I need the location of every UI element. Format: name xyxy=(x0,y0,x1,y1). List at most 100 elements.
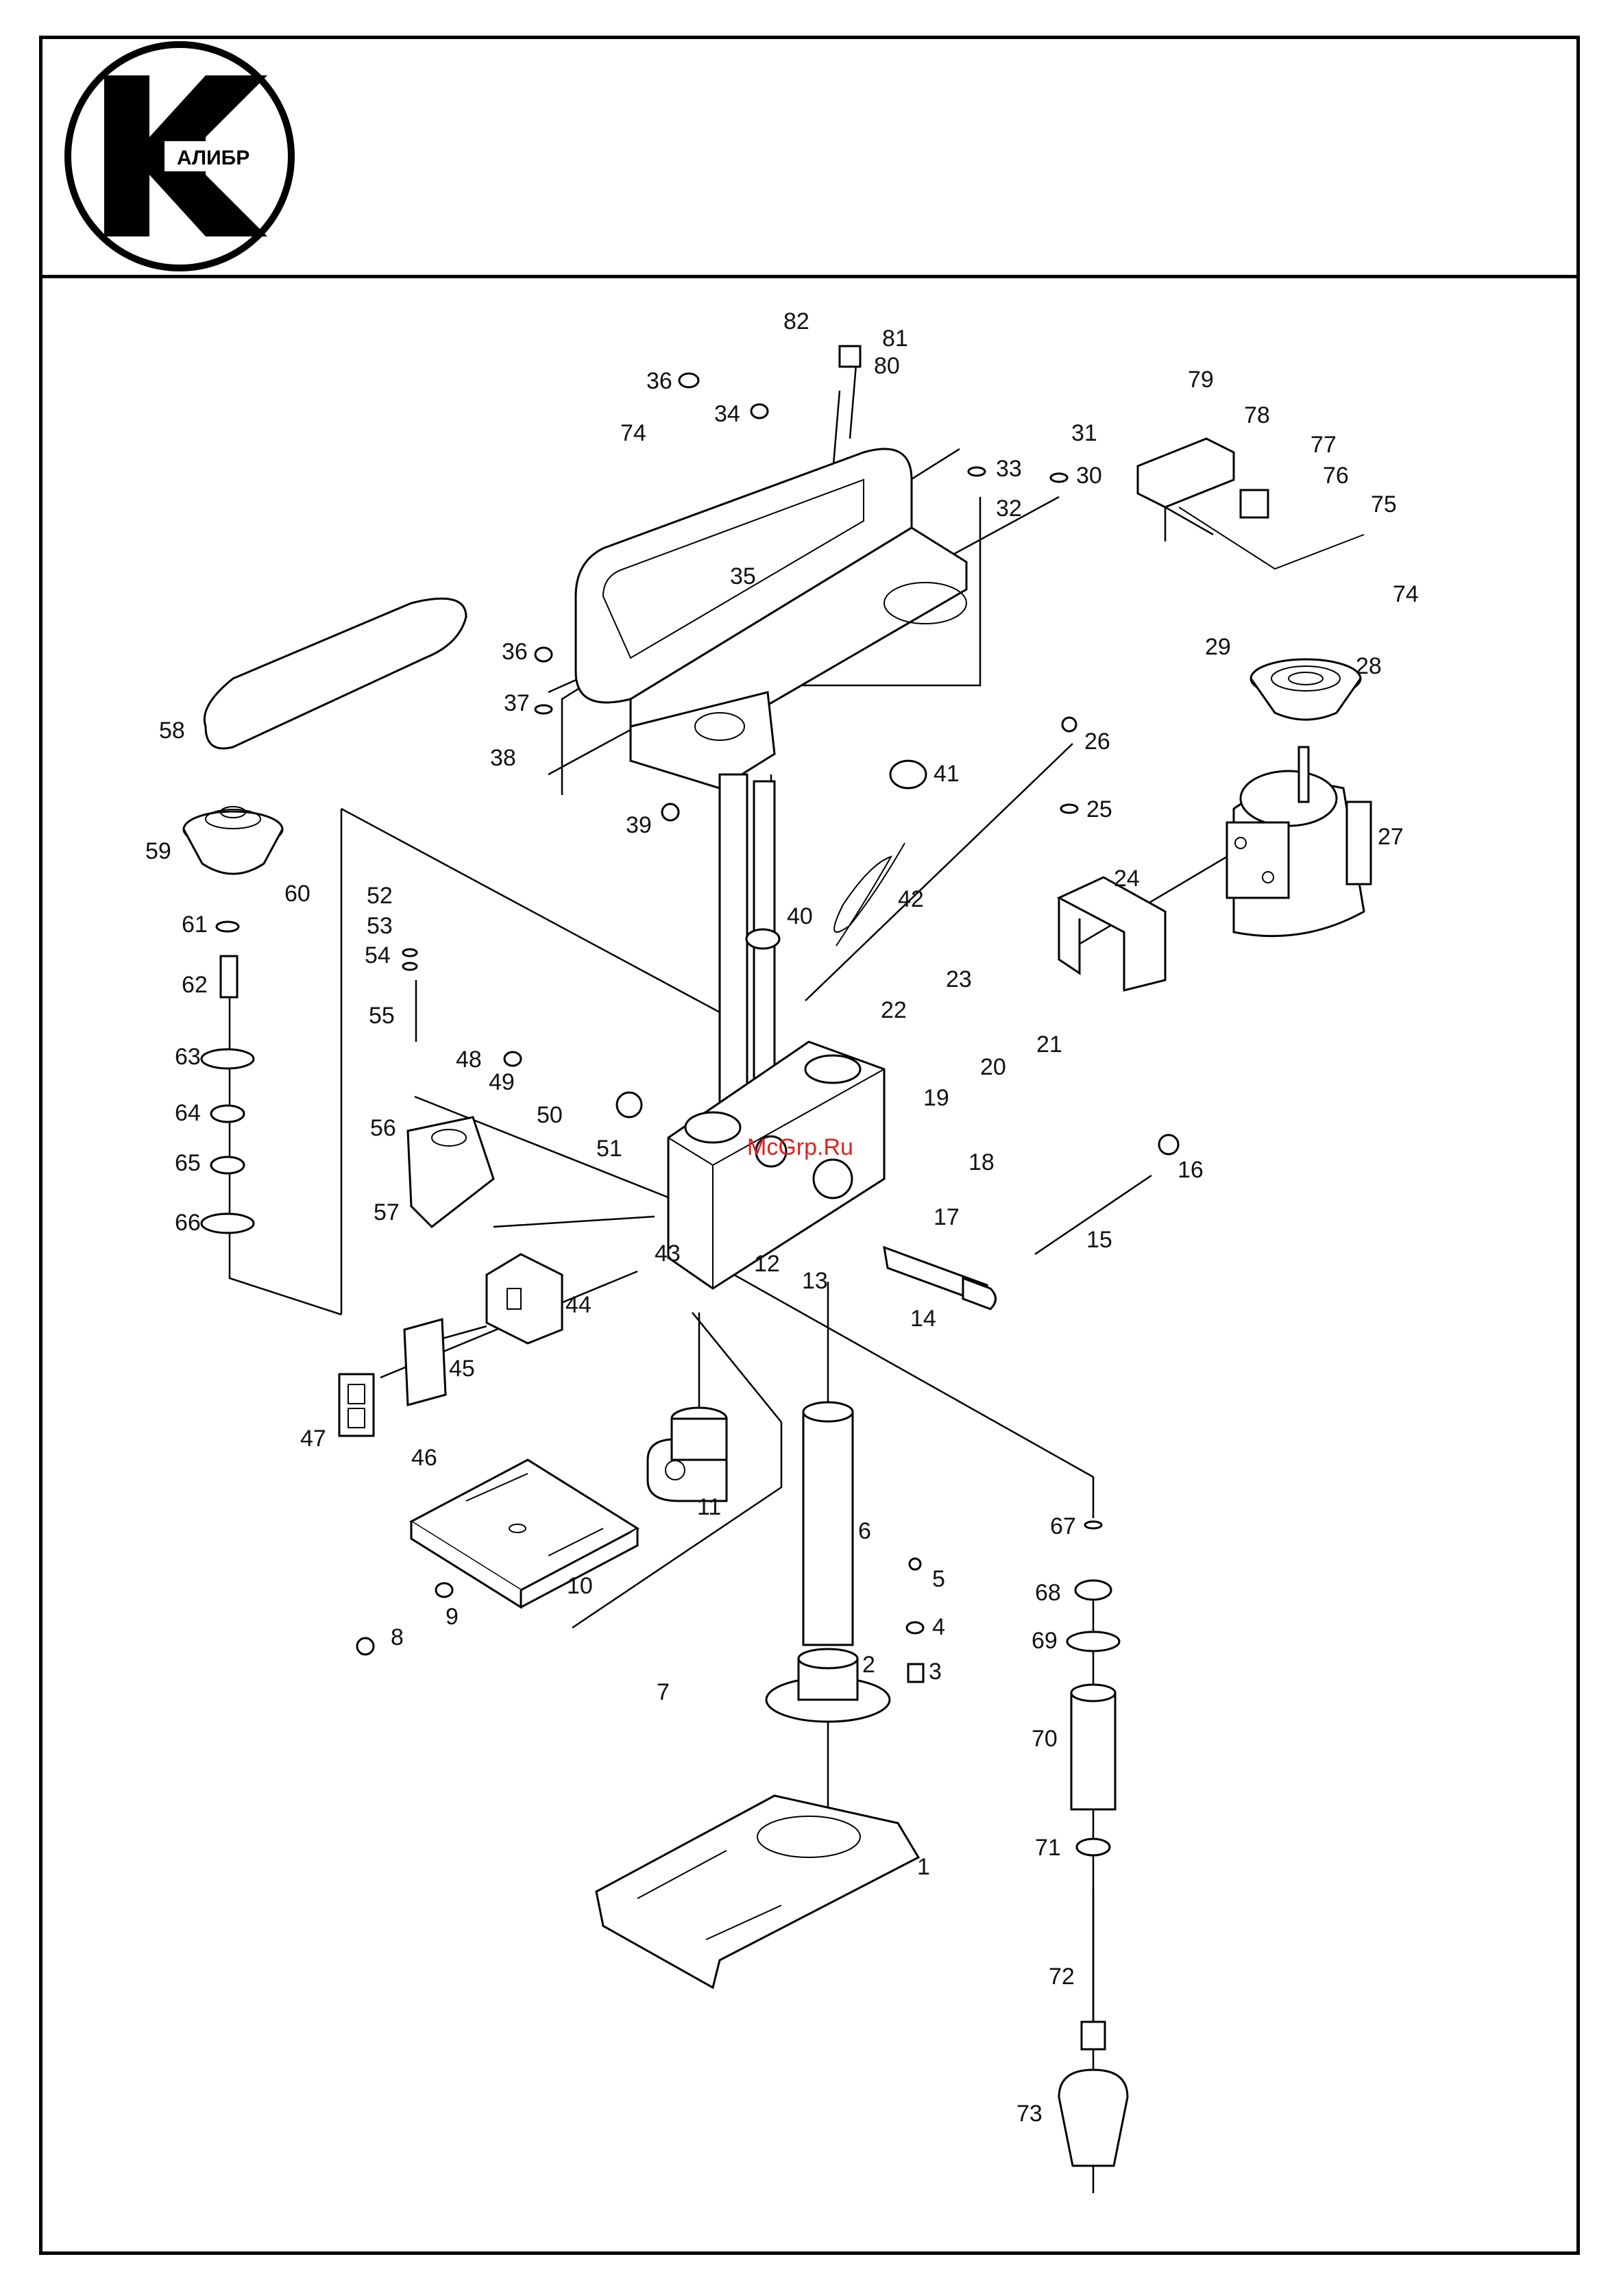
switch-plate xyxy=(404,1319,446,1405)
label-34: 34 xyxy=(714,401,740,427)
label-78: 78 xyxy=(1244,402,1270,428)
label-72: 72 xyxy=(1049,1964,1075,1990)
label-36: 36 xyxy=(502,639,528,665)
label-67: 67 xyxy=(1050,1513,1076,1539)
label-74: 74 xyxy=(1393,581,1419,607)
label-2: 2 xyxy=(862,1652,875,1678)
label-66: 66 xyxy=(175,1210,201,1236)
label-39: 39 xyxy=(626,812,652,838)
kalibr-logo: АЛИБР xyxy=(68,45,291,268)
label-29: 29 xyxy=(1205,634,1231,660)
label-10: 10 xyxy=(567,1573,593,1599)
logo-text: АЛИБР xyxy=(177,147,249,169)
label-9: 9 xyxy=(446,1604,459,1630)
label-55: 55 xyxy=(369,1003,395,1029)
label-5: 5 xyxy=(932,1566,945,1592)
label-56: 56 xyxy=(370,1115,396,1141)
switch xyxy=(339,1374,374,1436)
label-80: 80 xyxy=(874,353,900,379)
label-62: 62 xyxy=(182,972,208,998)
label-47: 47 xyxy=(300,1426,326,1452)
label-68: 68 xyxy=(1035,1580,1061,1606)
label-33: 33 xyxy=(996,456,1022,482)
spindle-pulley xyxy=(184,807,282,874)
label-15: 15 xyxy=(1086,1227,1112,1253)
label-7: 7 xyxy=(657,1679,670,1705)
label-70: 70 xyxy=(1032,1726,1058,1752)
label-26: 26 xyxy=(1084,729,1110,755)
label-17: 17 xyxy=(934,1204,960,1230)
spindle-bearing-stack xyxy=(202,922,254,1233)
label-53: 53 xyxy=(367,913,393,939)
label-76: 76 xyxy=(1323,463,1349,489)
label-63: 63 xyxy=(175,1044,201,1070)
column-tube xyxy=(803,1402,853,1645)
label-40: 40 xyxy=(787,903,813,929)
label-23: 23 xyxy=(946,966,972,992)
label-59: 59 xyxy=(145,838,171,864)
label-32: 32 xyxy=(996,496,1022,522)
label-45: 45 xyxy=(449,1356,475,1382)
label-36-top: 36 xyxy=(646,368,672,394)
label-19: 19 xyxy=(923,1085,949,1111)
label-65: 65 xyxy=(175,1150,201,1176)
label-82: 82 xyxy=(783,308,809,334)
label-27: 27 xyxy=(1378,824,1404,850)
motor-mount xyxy=(1059,877,1165,990)
switch-housing xyxy=(487,1254,562,1343)
label-60: 60 xyxy=(284,881,310,907)
label-46: 46 xyxy=(411,1445,437,1471)
quill xyxy=(1067,1522,1119,1855)
label-24: 24 xyxy=(1114,866,1140,892)
label-58: 58 xyxy=(159,718,185,744)
label-42: 42 xyxy=(898,886,924,912)
label-16: 16 xyxy=(1178,1157,1204,1183)
v-belt xyxy=(204,598,466,748)
label-25: 25 xyxy=(1086,796,1112,822)
label-79: 79 xyxy=(1188,367,1214,393)
label-51: 51 xyxy=(596,1136,622,1162)
label-13: 13 xyxy=(802,1268,828,1294)
label-48: 48 xyxy=(456,1047,482,1073)
label-11: 11 xyxy=(697,1494,721,1520)
label-69: 69 xyxy=(1032,1628,1058,1654)
label-30: 30 xyxy=(1076,463,1102,489)
label-12: 12 xyxy=(754,1251,780,1277)
label-38: 38 xyxy=(490,745,516,771)
label-4: 4 xyxy=(932,1614,945,1640)
table-bracket xyxy=(648,1408,727,1501)
label-49: 49 xyxy=(489,1069,515,1095)
label-22: 22 xyxy=(881,997,907,1023)
label-54: 54 xyxy=(365,942,391,968)
base-plate xyxy=(596,1796,918,1988)
label-71: 71 xyxy=(1035,1835,1061,1861)
label-44: 44 xyxy=(565,1292,592,1318)
label-8: 8 xyxy=(391,1624,404,1650)
label-52: 52 xyxy=(367,883,393,909)
chuck-arbor xyxy=(1059,1888,1128,2166)
label-35: 35 xyxy=(730,563,756,589)
label-28: 28 xyxy=(1356,653,1382,679)
label-18: 18 xyxy=(968,1149,995,1175)
guard-bracket xyxy=(1138,439,1364,569)
label-57: 57 xyxy=(374,1199,400,1225)
label-73: 73 xyxy=(1016,2101,1043,2127)
label-64: 64 xyxy=(175,1100,201,1126)
power-cord xyxy=(834,843,905,946)
label-50: 50 xyxy=(537,1102,563,1128)
label-21: 21 xyxy=(1036,1031,1062,1058)
label-6: 6 xyxy=(858,1518,871,1544)
depth-stop xyxy=(408,1117,493,1227)
label-3: 3 xyxy=(929,1659,942,1685)
label-77: 77 xyxy=(1311,432,1337,458)
label-14: 14 xyxy=(910,1306,936,1332)
label-75: 75 xyxy=(1371,491,1397,517)
label-61: 61 xyxy=(182,912,208,938)
label-81: 81 xyxy=(882,326,908,352)
watermark: McGrp.Ru xyxy=(747,1134,853,1160)
label-31: 31 xyxy=(1071,420,1097,446)
label-20: 20 xyxy=(980,1054,1006,1080)
label-43: 43 xyxy=(655,1241,681,1267)
